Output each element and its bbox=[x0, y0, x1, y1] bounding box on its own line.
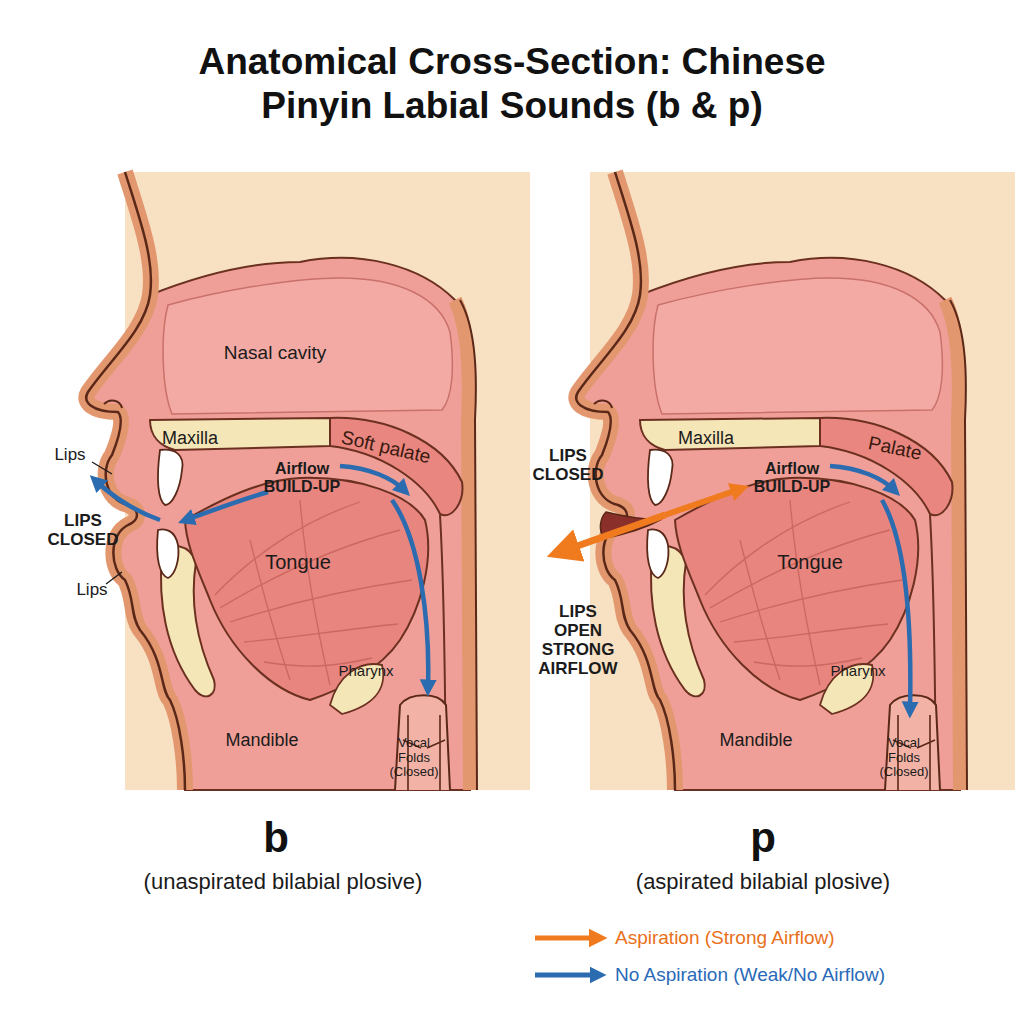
diagram-title: Anatomical Cross-Section: Chinese Pinyin… bbox=[182, 40, 842, 129]
part-name: Vocal Folds (Closed) bbox=[385, 736, 443, 780]
head-cross-section-b bbox=[86, 172, 477, 790]
part-name: Nasal cavity bbox=[195, 342, 355, 363]
airflow-arrow bbox=[392, 500, 428, 688]
sound-letter: p bbox=[723, 814, 803, 861]
part-name: Lips bbox=[62, 580, 122, 599]
legend-arrow-no-aspiration bbox=[535, 973, 598, 978]
airflow-arrow bbox=[882, 500, 910, 710]
sound-caption: (unaspirated bilabial plosive) bbox=[73, 870, 493, 895]
airflow-label: Airflow BUILD-UP bbox=[745, 460, 840, 496]
aspiration-arrow bbox=[566, 515, 665, 550]
airflow-arrow bbox=[340, 466, 404, 490]
part-name: Vocal Folds (Closed) bbox=[875, 736, 933, 780]
sound-caption: (aspirated bilabial plosive) bbox=[553, 870, 973, 895]
part-name: Tongue bbox=[248, 551, 348, 573]
leader-line bbox=[106, 572, 122, 584]
airflow-arrow bbox=[830, 466, 894, 490]
part-name: Maxilla bbox=[140, 428, 240, 448]
part-name: Pharynx bbox=[813, 663, 903, 680]
part-name: Lips bbox=[40, 445, 100, 464]
state-label: LIPS CLOSED bbox=[526, 446, 611, 484]
part-name: Tongue bbox=[760, 551, 860, 573]
aspiration-arrow bbox=[665, 489, 740, 515]
sound-letter: b bbox=[236, 814, 316, 861]
state-label: LIPS OPEN STRONG AIRFLOW bbox=[536, 602, 621, 678]
part-name: Mandible bbox=[701, 730, 811, 750]
airflow-arrow bbox=[96, 481, 160, 520]
leader-line bbox=[92, 462, 112, 474]
head-cross-section-p bbox=[576, 172, 967, 790]
airflow-arrow bbox=[186, 492, 268, 520]
legend-text: Aspiration (Strong Airflow) bbox=[615, 927, 835, 948]
legend-arrow-aspiration bbox=[535, 936, 598, 941]
part-name: Pharynx bbox=[321, 663, 411, 680]
airflow-label: Airflow BUILD-UP bbox=[255, 460, 350, 496]
part-name: Mandible bbox=[207, 730, 317, 750]
part-name: Maxilla bbox=[656, 428, 756, 448]
legend-text: No Aspiration (Weak/No Airflow) bbox=[615, 964, 885, 985]
state-label: LIPS CLOSED bbox=[43, 511, 123, 549]
